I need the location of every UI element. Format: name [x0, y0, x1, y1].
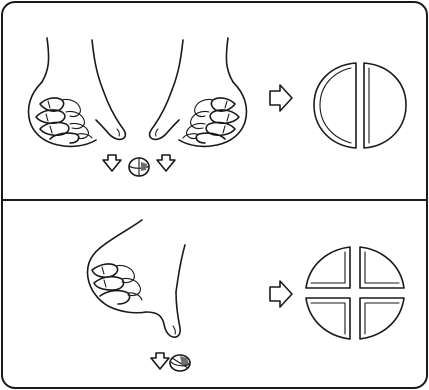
tablet-icon	[129, 158, 149, 176]
tablet-icon	[170, 355, 190, 371]
